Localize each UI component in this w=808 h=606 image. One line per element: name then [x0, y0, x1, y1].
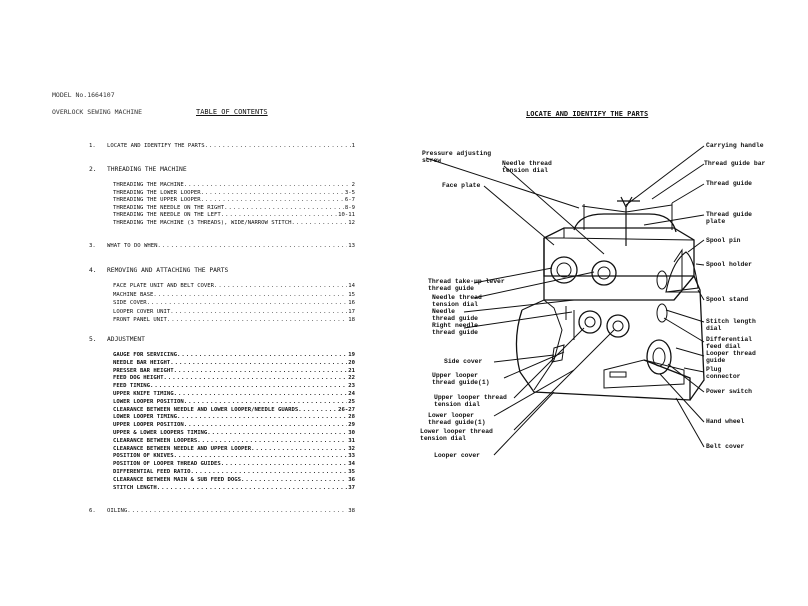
toc-entry: POSITION OF LOOPER THREAD GUIDES34 [113, 461, 355, 467]
machine-name: OVERLOCK SEWING MACHINE [52, 108, 143, 116]
toc-entry: UPPER KNIFE TIMING24 [113, 391, 355, 397]
toc-entry: SIDE COVER16 [113, 300, 355, 306]
model-number: MODEL No.1664107 [52, 91, 115, 99]
toc-title: TABLE OF CONTENTS [196, 108, 268, 116]
parts-page: LOCATE AND IDENTIFY THE PARTS [404, 0, 808, 606]
toc-section-heading: 4.REMOVING AND ATTACHING THE PARTS [89, 267, 229, 274]
toc-section: 1.LOCATE AND IDENTIFY THE PARTS1 [89, 143, 355, 149]
label-thread-guide-bar: Thread guide bar [704, 160, 766, 167]
toc-entry: CLEARANCE BETWEEN NEEDLE AND UPPER LOOPE… [113, 446, 355, 452]
toc-entry: PRESSER BAR HEIGHT21 [113, 368, 355, 374]
label-spool-pin: Spool pin [706, 237, 741, 244]
label-hand-wheel: Hand wheel [706, 418, 745, 425]
toc-entry: STITCH LENGTH37 [113, 485, 355, 491]
toc-entry: THREADING THE NEEDLE ON THE LEFT10-11 [113, 212, 355, 218]
machine-diagram [425, 145, 705, 456]
toc-entry: CLEARANCE BETWEEN NEEDLE AND LOWER LOOPE… [113, 407, 355, 413]
toc-entry: UPPER LOOPER POSITION29 [113, 422, 355, 428]
toc-entry: THREADING THE MACHINE (3 THREADS), WIDE/… [113, 220, 355, 226]
toc-entry: NEEDLE BAR HEIGHT20 [113, 360, 355, 366]
toc-section-heading: 2.THREADING THE MACHINE [89, 166, 187, 173]
label-thread-guide: Thread guide [706, 180, 753, 187]
toc-entry: LOOPER COVER UNIT17 [113, 309, 355, 315]
toc-entry: THREADING THE NEEDLE ON THE RIGHT8-9 [113, 205, 355, 211]
toc-entry: CLEARANCE BETWEEN LOOPERS31 [113, 438, 355, 444]
toc-entry: THREADING THE MACHINE2 [113, 182, 355, 188]
label-spool-stand: Spool stand [706, 296, 749, 303]
toc-section: 3.WHAT TO DO WHEN13 [89, 243, 355, 249]
toc-entry: POSITION OF KNIVES33 [113, 453, 355, 459]
label-belt-cover: Belt cover [706, 443, 745, 450]
toc-entry: FRONT PANEL UNIT18 [113, 317, 355, 323]
label-carrying-handle: Carrying handle [706, 142, 764, 149]
toc-section: 6.OILING38 [89, 508, 355, 514]
toc-entry: LOWER LOOPER TIMING28 [113, 414, 355, 420]
parts-title: LOCATE AND IDENTIFY THE PARTS [526, 110, 649, 118]
toc-entry: FEED TIMING23 [113, 383, 355, 389]
toc-entry: FACE PLATE UNIT AND BELT COVER14 [113, 283, 355, 289]
toc-entry: LOWER LOOPER POSITION25 [113, 399, 355, 405]
label-power-switch: Power switch [706, 388, 753, 395]
toc-entry: FEED DOG HEIGHT22 [113, 375, 355, 381]
toc-entry: MACHINE BASE15 [113, 292, 355, 298]
toc-entry: CLEARANCE BETWEEN MAIN & SUB FEED DOGS36 [113, 477, 355, 483]
label-face-plate: Face plate [442, 182, 481, 189]
toc-entry: THREADING THE UPPER LOOPER6-7 [113, 197, 355, 203]
toc-entry: UPPER & LOWER LOOPERS TIMING30 [113, 430, 355, 436]
toc-section-heading: 5.ADJUSTMENT [89, 336, 145, 343]
label-side-cover: Side cover [444, 358, 483, 365]
toc-entry: DIFFERENTIAL FEED RATIO35 [113, 469, 355, 475]
toc-entry: THREADING THE LOWER LOOPER3-5 [113, 190, 355, 196]
toc-entry: GAUGE FOR SERVICING19 [113, 352, 355, 358]
label-looper-cover: Looper cover [434, 452, 481, 459]
label-spool-holder: Spool holder [706, 261, 753, 268]
toc-page: MODEL No.1664107 OVERLOCK SEWING MACHINE… [0, 0, 404, 606]
